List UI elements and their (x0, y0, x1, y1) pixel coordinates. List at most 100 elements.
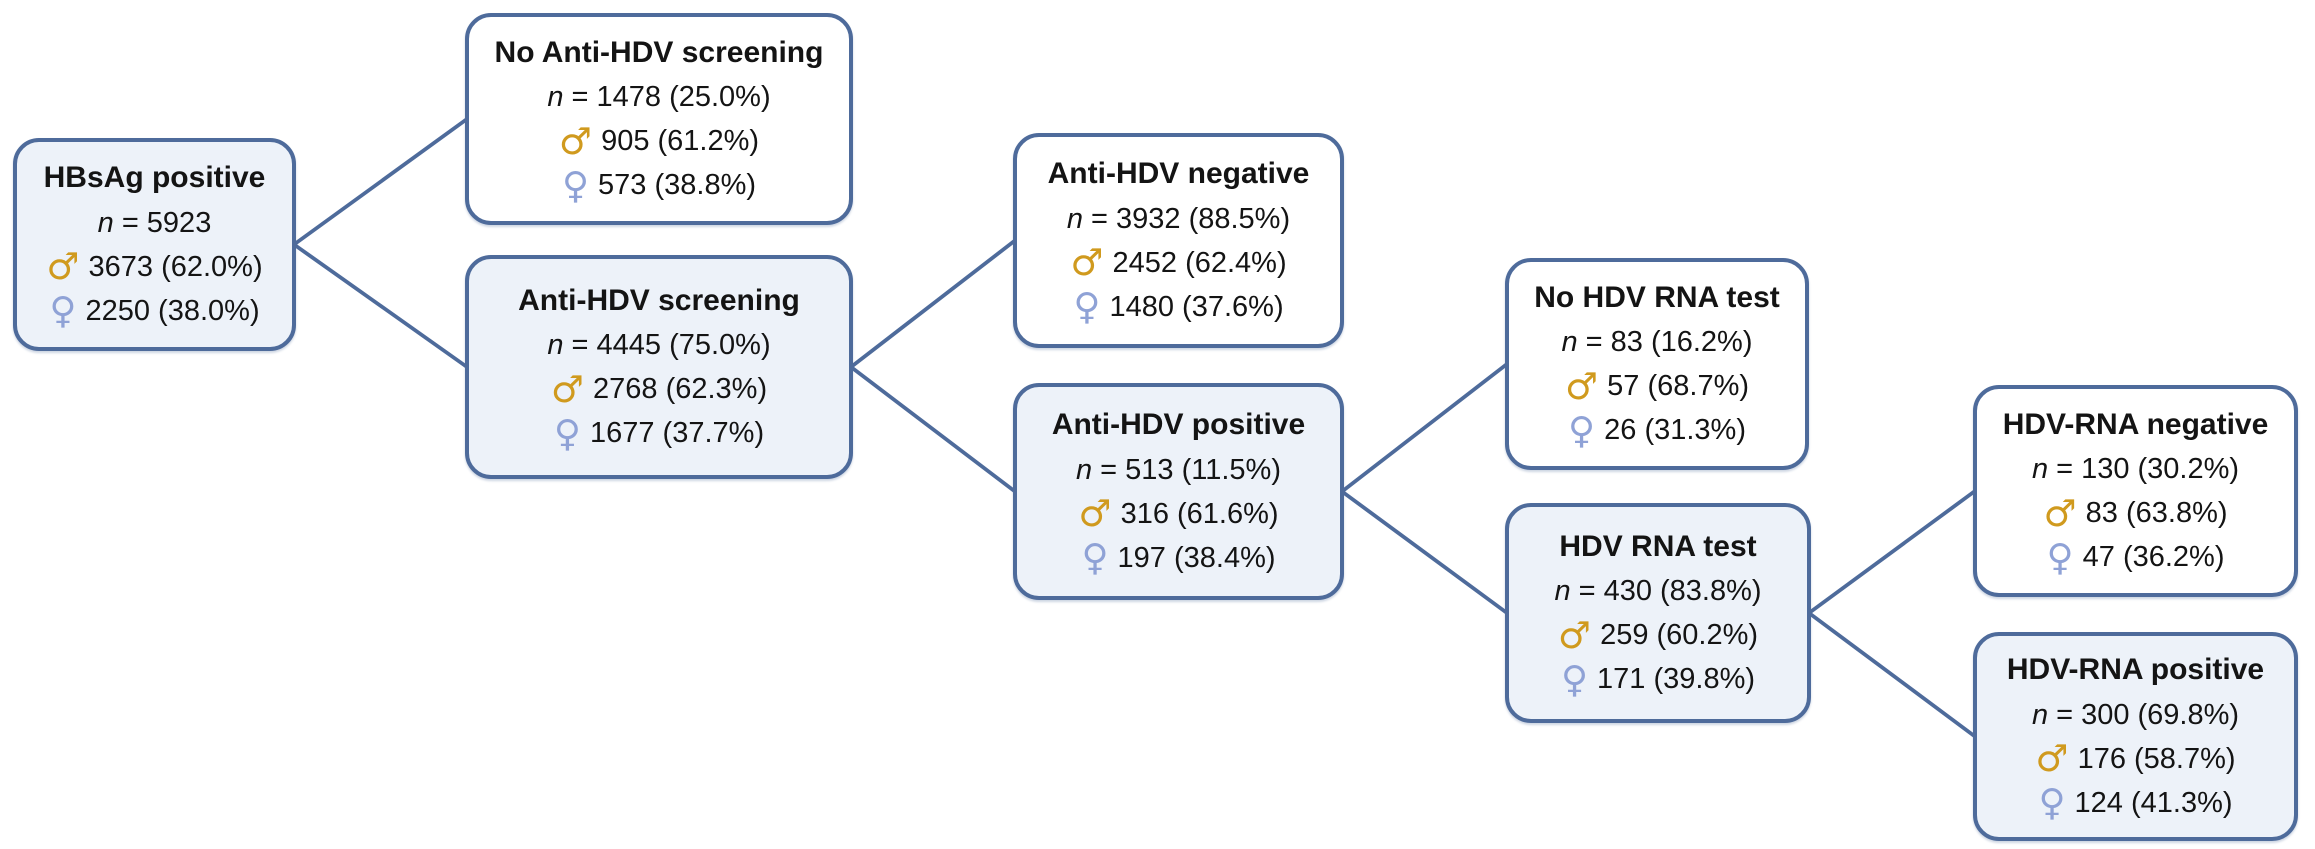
male-row: ♂83 (63.8%) (2043, 493, 2227, 533)
female-icon: ♀ (2038, 781, 2066, 825)
n-label: n (2031, 698, 2049, 731)
male-icon: ♂ (1078, 492, 1112, 536)
n-value: = 5923 (121, 206, 212, 239)
female-icon: ♀ (553, 411, 581, 455)
female-icon: ♀ (1560, 657, 1589, 701)
female-row: ♀1480 (37.6%) (1073, 287, 1283, 327)
n-label: n (1561, 326, 1578, 359)
female-icon: ♀ (49, 289, 77, 333)
male-icon: ♂ (1557, 613, 1592, 657)
n-row: n= 83 (16.2%) (1562, 322, 1753, 362)
node-anti-hdv-negative: Anti-HDV negative n= 3932 (88.5%) ♂2452 … (1013, 133, 1344, 348)
male-value: 259 (60.2%) (1600, 619, 1759, 652)
n-label: n (1066, 202, 1084, 235)
female-row: ♀573 (38.8%) (562, 165, 756, 205)
n-row: n= 1478 (25.0%) (547, 77, 770, 117)
female-value: 197 (38.4%) (1117, 541, 1276, 574)
male-icon: ♂ (1564, 364, 1599, 408)
female-row: ♀2250 (38.0%) (49, 291, 259, 331)
male-row: ♂2452 (62.4%) (1070, 243, 1286, 283)
male-value: 176 (58.7%) (2077, 742, 2236, 775)
n-row: n= 4445 (75.0%) (547, 325, 770, 365)
female-row: ♀171 (39.8%) (1561, 659, 1755, 699)
connector-line (292, 242, 469, 369)
male-row: ♂57 (68.7%) (1565, 366, 1749, 406)
male-value: 316 (61.6%) (1120, 497, 1279, 530)
female-row: ♀26 (31.3%) (1568, 410, 1746, 450)
female-row: ♀1677 (37.7%) (554, 413, 764, 453)
female-value: 124 (41.3%) (2074, 786, 2233, 819)
female-value: 47 (36.2%) (2082, 541, 2225, 574)
male-value: 905 (61.2%) (601, 125, 760, 158)
male-icon: ♂ (558, 119, 593, 163)
n-value: = 130 (30.2%) (2056, 453, 2240, 486)
female-row: ♀124 (41.3%) (2038, 783, 2232, 823)
n-label: n (1554, 575, 1571, 608)
n-value: = 83 (16.2%) (1585, 326, 1753, 359)
node-title: HDV RNA test (1559, 529, 1757, 563)
n-label: n (2031, 453, 2049, 486)
connector-line (1807, 611, 1977, 739)
female-value: 1480 (37.6%) (1109, 290, 1284, 323)
female-value: 2250 (38.0%) (85, 294, 260, 327)
male-row: ♂905 (61.2%) (559, 121, 759, 161)
n-label: n (547, 329, 564, 362)
male-value: 2768 (62.3%) (593, 373, 768, 406)
male-row: ♂2768 (62.3%) (551, 369, 767, 409)
female-icon: ♀ (561, 163, 590, 207)
male-icon: ♂ (46, 245, 80, 289)
n-row: n= 130 (30.2%) (2032, 449, 2239, 489)
connector-line (849, 238, 1017, 369)
female-value: 171 (39.8%) (1597, 663, 1756, 696)
node-title: HDV-RNA positive (2006, 653, 2265, 687)
connector-line (849, 365, 1017, 494)
n-row: n= 3932 (88.5%) (1067, 199, 1290, 239)
node-anti-hdv-positive: Anti-HDV positive n= 513 (11.5%) ♂316 (6… (1013, 383, 1344, 600)
male-icon: ♂ (2035, 737, 2069, 781)
n-value: = 1478 (25.0%) (571, 81, 771, 114)
node-title: HBsAg positive (43, 161, 266, 195)
node-title: Anti-HDV positive (1051, 408, 1306, 442)
node-hdv-rna-negative: HDV-RNA negative n= 130 (30.2%) ♂83 (63.… (1973, 385, 2298, 597)
node-anti-hdv-screening: Anti-HDV screening n= 4445 (75.0%) ♂2768… (465, 255, 853, 479)
n-value: = 300 (69.8%) (2056, 698, 2240, 731)
n-label: n (1076, 453, 1093, 486)
male-value: 57 (68.7%) (1607, 370, 1750, 403)
female-icon: ♀ (1081, 536, 1109, 580)
female-icon: ♀ (1568, 408, 1596, 452)
male-icon: ♂ (2043, 491, 2077, 535)
female-row: ♀47 (36.2%) (2047, 537, 2225, 577)
female-value: 26 (31.3%) (1604, 414, 1746, 447)
node-hdv-rna-positive: HDV-RNA positive n= 300 (69.8%) ♂176 (58… (1973, 632, 2298, 841)
n-label: n (547, 81, 564, 114)
node-title: HDV-RNA negative (2002, 407, 2269, 441)
male-value: 3673 (62.0%) (88, 250, 263, 283)
connector-line (1340, 362, 1509, 494)
male-value: 83 (63.8%) (2085, 497, 2228, 530)
male-row: ♂316 (61.6%) (1078, 494, 1278, 534)
node-hdv-rna-test: HDV RNA test n= 430 (83.8%) ♂259 (60.2%)… (1505, 503, 1811, 723)
n-value: = 513 (11.5%) (1100, 453, 1281, 486)
female-value: 573 (38.8%) (598, 169, 757, 202)
node-title: No HDV RNA test (1534, 280, 1780, 314)
female-icon: ♀ (1073, 285, 1101, 329)
node-title: Anti-HDV negative (1047, 157, 1310, 191)
male-icon: ♂ (550, 367, 585, 411)
node-no-hdv-rna-test: No HDV RNA test n= 83 (16.2%) ♂57 (68.7%… (1505, 258, 1809, 470)
n-row: n= 300 (69.8%) (2032, 695, 2239, 735)
n-value: = 3932 (88.5%) (1091, 202, 1291, 235)
male-row: ♂3673 (62.0%) (46, 247, 262, 287)
n-value: = 4445 (75.0%) (571, 329, 771, 362)
node-title: Anti-HDV screening (518, 283, 800, 317)
node-hbsag-positive: HBsAg positive n= 5923 ♂3673 (62.0%) ♀22… (13, 138, 296, 351)
male-value: 2452 (62.4%) (1112, 246, 1287, 279)
node-no-anti-hdv-screening: No Anti-HDV screening n= 1478 (25.0%) ♂9… (465, 13, 853, 225)
n-label: n (97, 206, 114, 239)
n-row: n= 430 (83.8%) (1554, 571, 1761, 611)
n-row: n= 5923 (98, 203, 212, 243)
connector-line (292, 117, 469, 247)
male-icon: ♂ (1070, 241, 1104, 285)
male-row: ♂259 (60.2%) (1558, 615, 1758, 655)
female-value: 1677 (37.7%) (589, 417, 765, 450)
